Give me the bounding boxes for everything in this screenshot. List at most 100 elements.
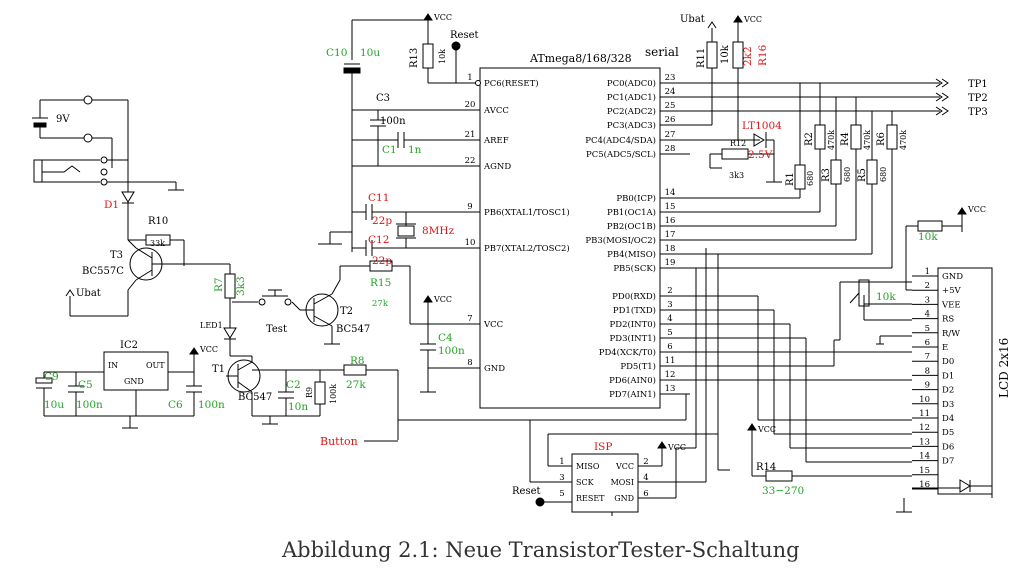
isp-pin-name: MOSI xyxy=(611,478,634,487)
mcu-right-pin-number: 18 xyxy=(665,244,676,254)
isp-pin-name: RESET xyxy=(576,494,605,503)
mcu-right-pin-name: PC0(ADC0) xyxy=(607,78,656,89)
t1-section xyxy=(226,356,686,440)
lcd-pin-name: R/W xyxy=(942,329,960,339)
mcu-right-pin-number: 14 xyxy=(665,188,676,198)
lt1004-label: LT1004 xyxy=(742,120,782,132)
r9-value: 100k xyxy=(329,384,338,404)
pd-routing xyxy=(686,296,912,462)
r16-value: 2k2 xyxy=(742,46,754,66)
mcu-right-pin-number: 4 xyxy=(667,314,672,324)
c11-label: C11 xyxy=(368,192,389,204)
ic2-in: IN xyxy=(108,361,118,370)
ubat-left-label: Ubat xyxy=(76,288,101,299)
lcd-pin-number: 1 xyxy=(925,267,930,277)
isp-body xyxy=(572,454,638,512)
lt1004-reference xyxy=(710,132,782,182)
mcu-right-pin-name: PD6(AIN0) xyxy=(609,375,656,386)
lcd-pin-number: 16 xyxy=(919,480,930,490)
lcd-pin-name: RS xyxy=(942,315,954,325)
r7-label: R7 xyxy=(213,277,225,292)
power-section xyxy=(32,96,236,356)
lcd-pin-name: D5 xyxy=(942,428,954,438)
r2-value: 470k xyxy=(827,130,836,150)
mcu-left-pin-name: AVCC xyxy=(483,106,509,116)
r6-label: R6 xyxy=(876,132,887,146)
lcd-body xyxy=(938,268,992,494)
mcu-left-pin-number: 7 xyxy=(467,314,472,324)
d1-label: D1 xyxy=(104,199,119,211)
isp-pin-number: 6 xyxy=(643,489,648,499)
lcd-pin-name: D2 xyxy=(942,386,954,396)
xtal-value: 8MHz xyxy=(422,225,455,237)
t2-label: T2 xyxy=(340,306,353,317)
mcu-right-pin-name: PB1(OC1A) xyxy=(607,207,656,218)
mcu-left-pin-name: PB7(XTAL2/TOSC2) xyxy=(484,243,570,254)
mcu-right-pin-number: 3 xyxy=(667,300,672,310)
c6-value: 100n xyxy=(198,399,225,411)
c6-label: C6 xyxy=(168,399,183,411)
r13-label: R13 xyxy=(409,48,420,68)
mcu-right-pin-name: PD3(INT1) xyxy=(610,333,656,344)
mcu-left-pin-number: 8 xyxy=(467,358,472,368)
mcu-right-pin-name: PD5(T1) xyxy=(620,361,656,372)
mcu-right-pin-name: PD7(AIN1) xyxy=(609,389,656,400)
vcc-lcd-label: VCC xyxy=(967,205,986,214)
vcc-ic2-label: VCC xyxy=(199,345,218,354)
isp-pin-number: 2 xyxy=(643,457,648,467)
isp-reset-label: Reset xyxy=(512,486,541,497)
button-label[interactable]: Button xyxy=(320,435,358,448)
mcu-right-pin-number: 6 xyxy=(667,342,672,352)
regulator-section xyxy=(36,348,202,428)
mcu-left-pins: PC6(RESET)1AVCC20AREF21AGND22PB6(XTAL1/T… xyxy=(458,73,570,374)
tp1-label: TP1 xyxy=(968,79,988,90)
led1-label: LED1 xyxy=(200,321,223,330)
mcu-right-pin-name: PC1(ADC1) xyxy=(607,92,656,103)
c12-label: C12 xyxy=(368,234,389,246)
r3-value: 680 xyxy=(843,167,852,182)
mcu-left-pin-name: AREF xyxy=(483,136,509,146)
pb-routing xyxy=(690,198,892,482)
mcu-left-pin-name: PB6(XTAL1/TOSC1) xyxy=(484,207,570,218)
r1-value: 680 xyxy=(806,171,815,186)
isp-pin-name: VCC xyxy=(615,462,634,471)
isp-pin-name: MISO xyxy=(576,462,600,471)
r1-label: R1 xyxy=(785,172,796,186)
t3-type: BC557C xyxy=(82,266,124,277)
pot-value: 10k xyxy=(876,291,896,303)
mcu-left-pin-number: 20 xyxy=(465,100,476,110)
lcd-pin-number: 4 xyxy=(925,310,930,320)
mcu-right-pin-number: 13 xyxy=(665,384,676,394)
lcd-title: LCD 2x16 xyxy=(997,338,1011,398)
mcu-left-pin-number: 21 xyxy=(465,130,476,140)
lcd-pin-number: 5 xyxy=(925,324,930,334)
mcu-right-pin-number: 26 xyxy=(665,115,676,125)
c10-value: 10u xyxy=(360,47,380,59)
ubat-right-label: Ubat xyxy=(680,14,705,25)
lcd-pin-name: VEE xyxy=(941,300,961,310)
r11-label: R11 xyxy=(696,48,707,68)
isp-pin-name: SCK xyxy=(576,478,595,487)
c11-value: 22p xyxy=(372,215,392,227)
r14-label: R14 xyxy=(756,462,776,473)
lcd-pin-number: 11 xyxy=(919,409,930,419)
mcu-left-pin-name: AGND xyxy=(483,162,511,172)
r-lcd-value: 10k xyxy=(918,231,938,243)
c5-value: 100n xyxy=(76,399,103,411)
isp-vcc-label: VCC xyxy=(667,443,686,452)
lcd-pin-number: 7 xyxy=(925,352,930,362)
mcu-right-pin-number: 5 xyxy=(667,328,672,338)
t2-type: BC547 xyxy=(336,324,370,335)
isp-pin-number: 5 xyxy=(559,489,564,499)
t1-label: T1 xyxy=(212,364,225,375)
v25-label: 2.5V xyxy=(748,149,773,161)
t1-type: BC547 xyxy=(238,392,272,403)
mcu-right-pin-name: PB5(SCK) xyxy=(613,263,656,274)
mcu-right-pin-number: 28 xyxy=(665,144,676,154)
mcu-right-pin-number: 15 xyxy=(665,202,676,212)
mcu-right-pin-number: 27 xyxy=(665,130,676,140)
r13-value: 10k xyxy=(438,49,447,64)
test-button[interactable] xyxy=(232,290,300,310)
c1-label: C1 xyxy=(382,144,397,156)
